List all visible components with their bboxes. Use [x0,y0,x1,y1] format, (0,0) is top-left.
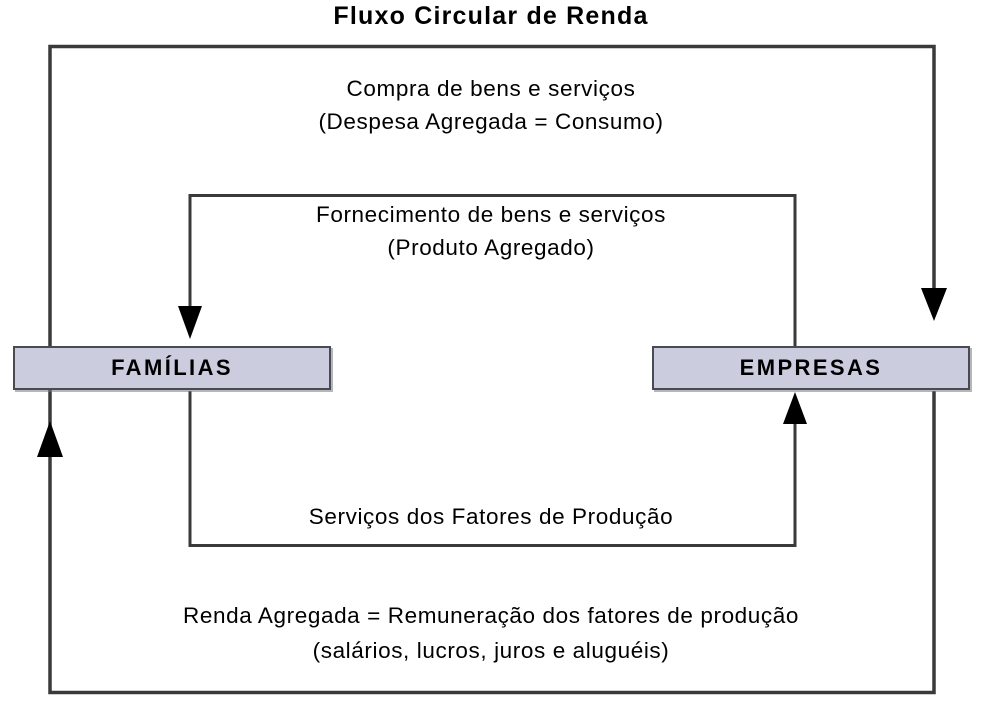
arrowhead-consumo-down [921,288,947,321]
flow-label-produto-line2: (Produto Agregado) [387,235,595,260]
flow-label-renda-line1: Renda Agregada = Remuneração dos fatores… [183,603,799,628]
node-label-empresas: EMPRESAS [739,355,883,380]
node-box-empresas[interactable]: EMPRESAS [652,346,970,390]
flow-label-consumo-line2: (Despesa Agregada = Consumo) [318,109,664,134]
flow-label-produto-line1: Fornecimento de bens e serviços [315,202,666,227]
flow-label-fatores-line1: Serviços dos Fatores de Produção [308,504,674,529]
flow-path-produto [178,194,797,346]
flow-path-renda [37,391,936,695]
flow-path-fatores [188,391,807,547]
flow-label-consumo-line1: Compra de bens e serviços [346,76,636,101]
arrowhead-fatores-up [783,392,807,424]
arrowhead-renda-up [37,421,63,457]
flow-label-renda-line2: (salários, lucros, juros e aluguéis) [312,638,670,663]
node-label-familias: FAMÍLIAS [111,355,233,380]
page-title: Fluxo Circular de Renda [333,2,649,30]
arrowhead-produto-down [178,306,202,339]
flow-path-consumo [48,44,947,452]
node-box-familias[interactable]: FAMÍLIAS [13,346,331,390]
